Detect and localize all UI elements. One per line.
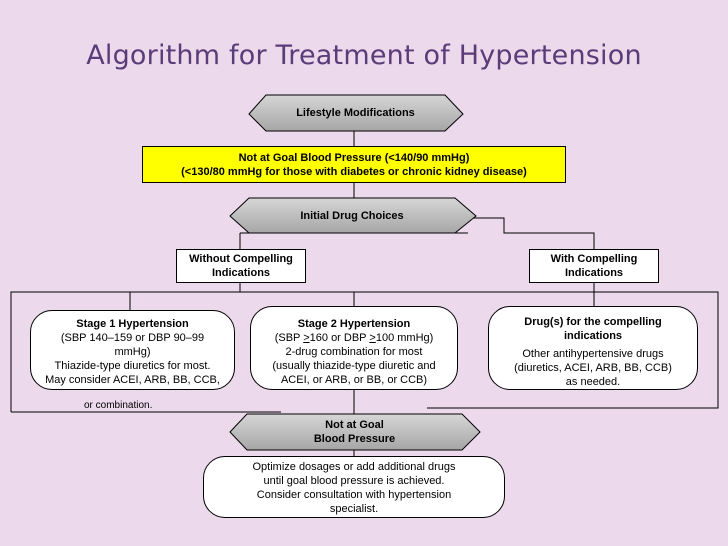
connector-left-frame <box>10 291 130 412</box>
compelling-heading1: Drug(s) for the compelling <box>524 316 662 328</box>
connector-right-frame <box>354 291 719 409</box>
compelling-line2: (diuretics, ACEI, ARB, BB, CCB) <box>514 362 672 374</box>
lifestyle-modifications-label: Lifestyle Modifications <box>266 95 445 131</box>
stage2-box: Stage 2 Hypertension (SBP >160 or DBP >1… <box>250 306 458 390</box>
stage1-line2: mmHg) <box>114 346 151 358</box>
not-at-goal-label: Not at Goal Blood Pressure <box>247 414 462 450</box>
with-compelling-line1: With Compelling <box>550 253 638 265</box>
stage1-heading: Stage 1 Hypertension <box>76 318 189 330</box>
without-compelling-line1: Without Compelling <box>189 253 293 265</box>
optimize-line1: Optimize dosages or add additional drugs <box>252 461 456 473</box>
initial-drug-text: Initial Drug Choices <box>300 209 404 222</box>
compelling-line1: Other antihypertensive drugs <box>522 348 664 360</box>
with-compelling-box: With Compelling Indications <box>529 249 659 283</box>
hexagon-initial-drug <box>229 197 477 234</box>
without-compelling-box: Without Compelling Indications <box>176 249 306 283</box>
stage2-heading: Stage 2 Hypertension <box>297 318 411 330</box>
stage2-line1: (SBP >160 or DBP >100 mmHg) <box>274 332 434 344</box>
stage2-line3: (usually thiazide-type diuretic and <box>272 360 436 372</box>
lifestyle-text: Lifestyle Modifications <box>296 107 415 119</box>
page-title: Algorithm for Treatment of Hypertension <box>86 40 642 71</box>
compelling-heading2: indications <box>563 330 623 342</box>
hexagon-not-at-goal <box>229 413 481 451</box>
stage1-line4: May consider ACEI, ARB, BB, CCB, <box>45 374 220 386</box>
stage2-line4: ACEI, or ARB, or BB, or CCB) <box>280 374 428 386</box>
hexagon-lifestyle <box>248 94 464 132</box>
not-at-goal-bp-line1: Not at Goal Blood Pressure (<140/90 mmHg… <box>238 151 470 164</box>
stage1-box: Stage 1 Hypertension (SBP 140–159 or DBP… <box>30 310 235 390</box>
stage1-line1: (SBP 140–159 or DBP 90–99 <box>60 332 205 344</box>
optimize-line2: until goal blood pressure is achieved. <box>263 475 445 487</box>
compelling-drugs-box: Drug(s) for the compelling indications O… <box>488 306 698 390</box>
with-compelling-line2: Indications <box>564 267 624 279</box>
not-at-goal-bp-line2: (<130/80 mmHg for those with diabetes or… <box>181 165 527 178</box>
not-at-goal-line1: Not at Goal <box>325 419 384 431</box>
without-compelling-line2: Indications <box>211 267 271 279</box>
stage2-line2: 2-drug combination for most <box>285 346 423 358</box>
not-at-goal-bp-box: Not at Goal Blood Pressure (<140/90 mmHg… <box>142 146 566 183</box>
stage1-line3: Thiazide-type diuretics for most. <box>54 360 211 372</box>
optimize-line3: Consider consultation with hypertension <box>256 489 452 501</box>
optimize-line4: specialist. <box>329 503 379 515</box>
not-at-goal-line2: Blood Pressure <box>313 433 396 445</box>
initial-drug-choices-label: Initial Drug Choices <box>249 198 455 233</box>
compelling-line3: as needed. <box>565 376 621 388</box>
optimize-box: Optimize dosages or add additional drugs… <box>203 456 505 518</box>
stage1-line5: or combination. <box>84 400 153 411</box>
connector-branch-right <box>468 217 595 249</box>
